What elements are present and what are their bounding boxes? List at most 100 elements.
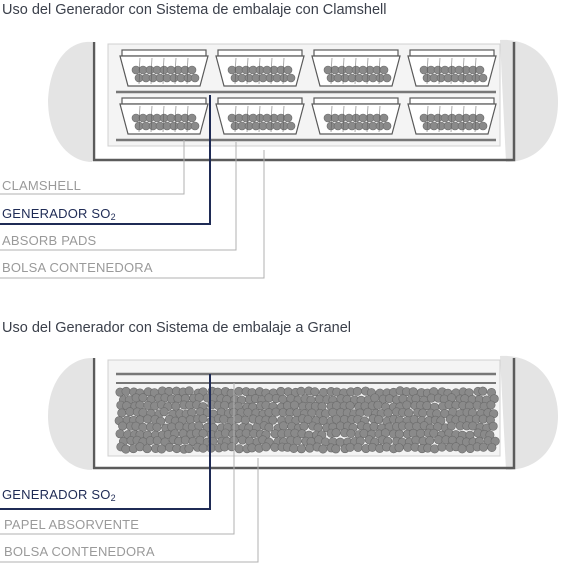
bulk-fruit-item [318, 444, 328, 454]
bulk-fruit-item [346, 428, 356, 438]
bulk-fruit-item [157, 444, 167, 454]
clamshell-lid [313, 49, 399, 57]
bulk-fruit-item [478, 442, 488, 452]
basket-rib [474, 57, 477, 85]
clamshell-box [119, 49, 209, 87]
basket-rib [174, 105, 177, 133]
clamshell-box [215, 97, 305, 135]
fruit [187, 65, 197, 75]
bulk-fruit-item [198, 414, 208, 424]
bulk-fruit-item [180, 435, 190, 445]
basket-rib [138, 57, 141, 85]
basket-rib [282, 57, 285, 85]
basket-rib [354, 57, 357, 85]
basket-rib [354, 105, 357, 133]
bulk-fruit-item [331, 428, 341, 438]
clamshell-lid [121, 97, 207, 105]
bulk-fruit-item [468, 421, 478, 431]
basket-rib [330, 105, 333, 133]
basket-rib [270, 105, 273, 133]
bulk-fruit-item [402, 400, 412, 410]
basket-rib [150, 105, 153, 133]
clamshell-box [215, 49, 305, 87]
clamshell-boxes [119, 49, 497, 135]
basket-rib [462, 57, 465, 85]
clamshell-box [119, 97, 209, 135]
leader-absorb-pads [0, 142, 237, 251]
fruit [379, 65, 389, 75]
bulk-fruit-item [345, 442, 355, 452]
bulk-fruit-item [152, 422, 162, 432]
leader-paper [0, 383, 235, 535]
fruit [382, 121, 392, 131]
basket-rib [258, 57, 261, 85]
bulk-fruit-item [187, 408, 197, 418]
clamshell-lid [409, 97, 495, 105]
bulk-fruit-item [227, 442, 237, 452]
left-shell [48, 41, 92, 162]
right-shell-bulk [500, 355, 558, 470]
basket-rib [246, 57, 249, 85]
bulk-fruit-item [268, 415, 278, 425]
bulk-fruit-item [206, 443, 216, 453]
bulk-title: Uso del Generador con Sistema de embalaj… [2, 320, 351, 336]
bulk-fruit-item [430, 444, 440, 454]
bulk-fruit-item [425, 436, 435, 446]
fruit [190, 121, 200, 131]
bulk-fruit-item [121, 386, 131, 396]
bulk-fruit-item [305, 443, 315, 453]
right-shell [500, 39, 558, 162]
label-clamshell: CLAMSHELL [2, 178, 81, 193]
bulk-fruit-item [353, 442, 363, 452]
leader-bag [0, 150, 265, 279]
bulk-fruit-item [289, 443, 299, 453]
label-generator-main: GENERADOR SO [2, 206, 111, 221]
bulk-fruit-item [198, 443, 208, 453]
bulk-fruit-item [174, 421, 184, 431]
leader-clamshell [0, 140, 185, 195]
fruit [283, 65, 293, 75]
basket-rib [330, 57, 333, 85]
basket-rib [366, 57, 369, 85]
bulk-fruit-item [296, 444, 306, 454]
clamshell-lid [217, 49, 303, 57]
fruit [475, 113, 485, 123]
basket-rib [450, 105, 453, 133]
bulk-fruit-item [486, 400, 496, 410]
bulk-fruit-item [184, 444, 194, 454]
clamshell-title: Uso del Generador con Sistema de embalaj… [2, 2, 386, 18]
bulk-fruit-item [488, 421, 498, 431]
clamshell-lid [313, 97, 399, 105]
bulk-fruit-item [394, 443, 404, 453]
bulk-fruit-item [220, 428, 230, 438]
bulk-fruit-item [118, 421, 128, 431]
fruit [379, 113, 389, 123]
bulk-fruit-item [478, 386, 488, 396]
bulk-container [92, 358, 516, 470]
basket-rib [342, 57, 345, 85]
basket-rib [162, 57, 165, 85]
basket-rib [450, 57, 453, 85]
clamshell-box [311, 97, 401, 135]
fruit [382, 73, 392, 83]
bulk-fruit-item [369, 422, 379, 432]
clamshell-box [407, 97, 497, 135]
label-generator: GENERADOR SO2 [2, 206, 116, 222]
basket-rib [426, 105, 429, 133]
bulk-fruit-item [310, 387, 320, 397]
leader-generator-bulk [0, 374, 211, 510]
basket-rib [162, 105, 165, 133]
basket-rib [186, 57, 189, 85]
fruit [187, 113, 197, 123]
bulk-fruit-item [233, 414, 243, 424]
bulk-fruit-item [261, 442, 271, 452]
bulk-fruit-item [171, 401, 181, 411]
bulk-fruit-item [487, 442, 497, 452]
bulk-fruit-item [367, 442, 377, 452]
bulk-fruit-item [457, 444, 467, 454]
clamshell-box [407, 49, 497, 87]
fruit [478, 73, 488, 83]
basket-rib [426, 57, 429, 85]
label-absorb-pads: ABSORB PADS [2, 233, 97, 248]
